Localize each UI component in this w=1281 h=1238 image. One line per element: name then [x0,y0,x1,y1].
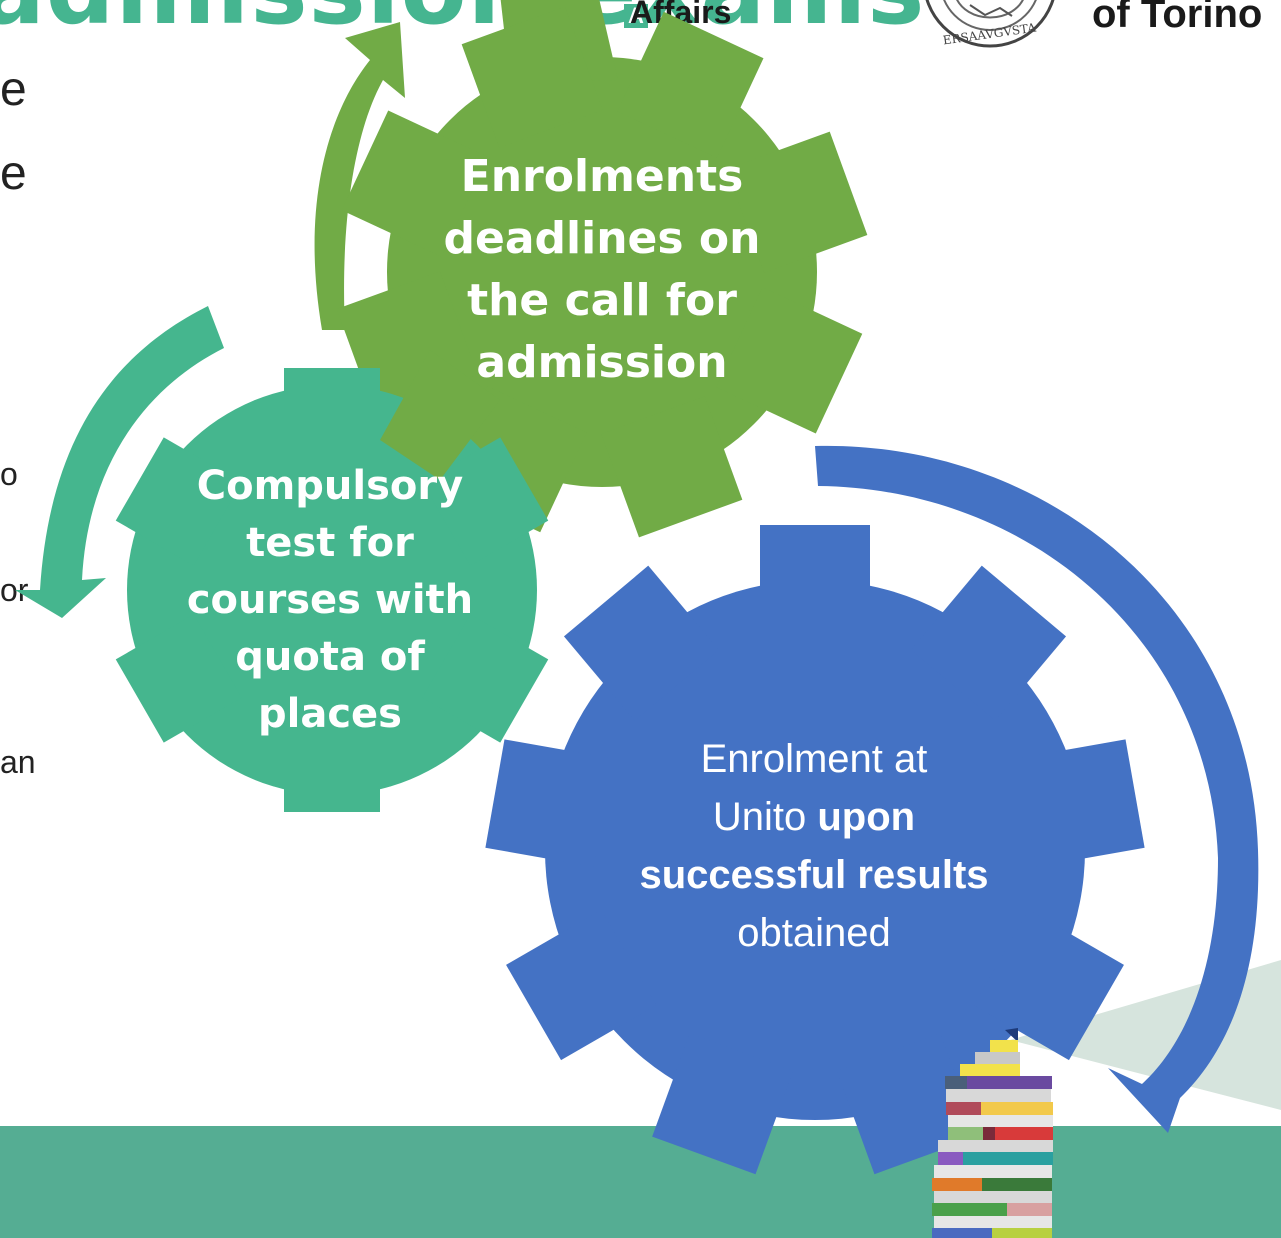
text-fragment-5: an [0,744,36,780]
teal-gear-line-2: test for [246,520,414,566]
blue-gear-line-4: obtained [737,911,891,955]
blue-gear-icon [485,525,1145,1175]
blue-gear-line-2-normal: Unito [712,795,818,839]
green-gear-line-2: deadlines on [443,213,761,264]
green-gear-line-1: Enrolments [460,151,744,202]
slide-title: admission exams [0,0,925,46]
footer-band [0,1126,1281,1238]
book-stack-icon [932,1028,1053,1238]
green-gear-line-4: admission [476,337,728,388]
blue-gear-line-1: Enrolment at [700,737,928,781]
text-fragment-2: e [0,147,27,200]
teal-gear-line-3: courses with [186,577,474,623]
blue-gear-line-3: successful results [584,846,1044,904]
teal-gear-line-4: quota of [235,634,425,680]
curved-arrow-icon [314,22,405,330]
green-gear-tooth [380,350,500,480]
blue-gear-line-2-bold: upon [817,795,916,839]
green-gear-icon [336,0,868,538]
blue-gear-line-3-bold: successful results [639,853,989,897]
blue-gear-label: Enrolment at Unito upon successful resul… [584,730,1044,962]
teal-gear-label: Compulsory test for courses with quota o… [170,458,490,743]
teal-gear-line-5: places [258,691,402,737]
university-seal-icon: ERSAAVGVSTA [925,0,1055,48]
blue-gear-line-2: Unito upon [584,788,1044,846]
curved-arrow-icon [815,445,1259,1133]
green-gear-line-3: the call for [467,275,737,326]
affairs-badge-icon: A [624,4,648,28]
teal-gear-icon [115,368,549,812]
torino-label: of Torino [1092,0,1263,36]
text-fragment-1: e [0,63,27,116]
teal-gear-line-1: Compulsory [196,463,464,509]
text-fragment-3: o [0,456,18,492]
green-gear-label: Enrolments deadlines on the call for adm… [422,146,782,394]
curved-arrow-icon [15,306,224,618]
